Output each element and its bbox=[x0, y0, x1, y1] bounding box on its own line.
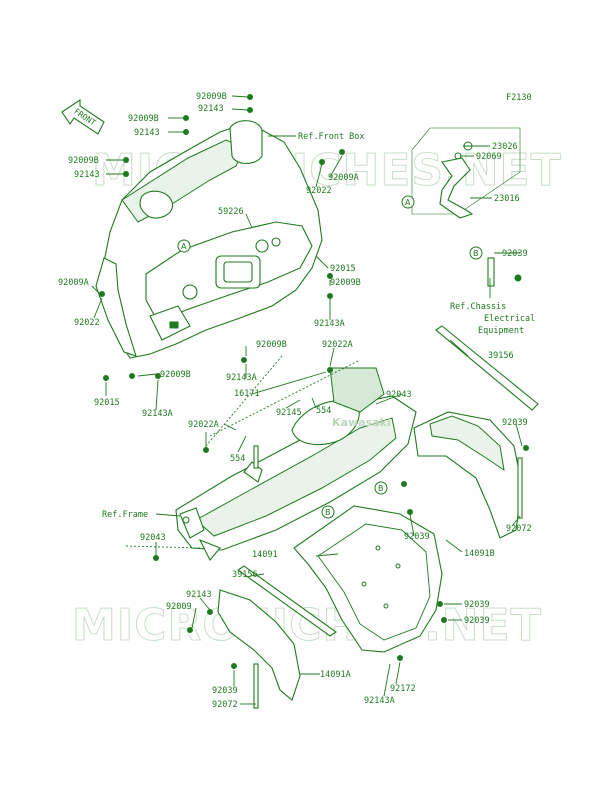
label-554-a: 554 bbox=[316, 406, 331, 416]
label-92022-l: 92022 bbox=[74, 318, 100, 328]
label-92039-r: 92039 bbox=[502, 418, 528, 428]
strip-right-icon bbox=[435, 325, 539, 411]
label-92143A-r: 92143A bbox=[314, 319, 345, 329]
frame-icon bbox=[175, 395, 417, 561]
front-box-icon bbox=[95, 120, 323, 359]
label-ref-chassis-3: Equipment bbox=[478, 326, 524, 336]
label-23026: 23026 bbox=[492, 142, 518, 152]
wire-harness-icon bbox=[411, 127, 521, 219]
label-92009-b: 92009 bbox=[166, 602, 192, 612]
label-59226: 59226 bbox=[218, 207, 244, 217]
label-92009B-r: 92009B bbox=[330, 278, 361, 288]
part-labels: 92009B 92143 Ref.Front Box 92009B 92143 … bbox=[58, 92, 535, 710]
label-92009B-c: 92009B bbox=[256, 340, 287, 350]
label-92015-l: 92015 bbox=[94, 398, 120, 408]
label-554-b: 554 bbox=[230, 454, 245, 464]
label-92143-top: 92143 bbox=[198, 104, 224, 114]
front-arrow-icon: FRONT bbox=[61, 98, 105, 135]
floor-panel-icon bbox=[293, 505, 443, 653]
label-39156-l: 39156 bbox=[232, 570, 258, 580]
figure-code: F2130 bbox=[506, 93, 532, 103]
label-14091: 14091 bbox=[252, 550, 278, 560]
right-fender-icon bbox=[413, 411, 523, 539]
label-ref-chassis-1: Ref.Chassis bbox=[450, 302, 506, 312]
callout-b-1: B bbox=[469, 246, 483, 260]
callout-a-1: A bbox=[177, 239, 191, 253]
label-92022-mid: 92022 bbox=[306, 186, 332, 196]
kawasaki-logo: Kawasaki bbox=[329, 367, 391, 429]
label-92069: 92069 bbox=[476, 152, 502, 162]
label-92143A-b: 92143A bbox=[364, 696, 395, 706]
label-39156-r: 39156 bbox=[488, 351, 514, 361]
label-92009B-top: 92009B bbox=[196, 92, 227, 102]
callout-b-1-text: B bbox=[473, 249, 479, 258]
label-92039-c: 92039 bbox=[404, 532, 430, 542]
leader-lines bbox=[91, 95, 523, 705]
label-23016: 23016 bbox=[494, 194, 520, 204]
label-92009A-l: 92009A bbox=[58, 278, 89, 288]
label-92009B-l2: 92009B bbox=[128, 114, 159, 124]
label-92022A-c: 92022A bbox=[322, 340, 353, 350]
label-92039-br2: 92039 bbox=[464, 616, 490, 626]
label-92039-br1: 92039 bbox=[464, 600, 490, 610]
label-ref-chassis-2: Electrical bbox=[484, 314, 535, 324]
label-14091B: 14091B bbox=[464, 549, 495, 559]
label-92072-r: 92072 bbox=[506, 524, 532, 534]
callout-a-2-text: A bbox=[405, 198, 411, 207]
label-92022A-l: 92022A bbox=[188, 420, 219, 430]
strip-left-icon bbox=[237, 565, 337, 637]
label-92172: 92172 bbox=[390, 684, 416, 694]
label-14091A: 14091A bbox=[320, 670, 351, 680]
callout-b-3: B bbox=[321, 505, 335, 519]
label-92009B-l1: 92009B bbox=[68, 156, 99, 166]
label-92143A-c: 92143A bbox=[226, 373, 257, 383]
label-92043-l: 92043 bbox=[140, 533, 166, 543]
callout-b-2-text: B bbox=[378, 484, 384, 493]
label-92009B-l3: 92009B bbox=[160, 370, 191, 380]
callout-a-2: A bbox=[401, 195, 415, 209]
label-92043-r: 92043 bbox=[386, 390, 412, 400]
label-ref-front-box: Ref.Front Box bbox=[298, 132, 365, 142]
callout-b-3-text: B bbox=[325, 508, 331, 517]
label-92072-bl: 92072 bbox=[212, 700, 238, 710]
callout-a-1-text: A bbox=[181, 242, 187, 251]
label-92039-tr: 92039 bbox=[502, 249, 528, 259]
label-92009A-mid: 92009A bbox=[328, 173, 359, 183]
label-92143-l2: 92143 bbox=[134, 128, 160, 138]
label-92143-b: 92143 bbox=[186, 590, 212, 600]
brand-label: Kawasaki bbox=[332, 416, 391, 429]
left-fender-icon bbox=[217, 589, 301, 709]
label-92145: 92145 bbox=[276, 408, 302, 418]
fasteners-icon bbox=[99, 94, 529, 669]
label-ref-frame: Ref.Frame bbox=[102, 510, 148, 520]
watermark-bottom: MICROFICHES.NET bbox=[72, 600, 542, 651]
clip-icon bbox=[487, 257, 522, 287]
label-92015-r: 92015 bbox=[330, 264, 356, 274]
label-92143A-l: 92143A bbox=[142, 409, 173, 419]
callout-b-2: B bbox=[374, 481, 388, 495]
label-92143-l1: 92143 bbox=[74, 170, 100, 180]
label-92039-bl: 92039 bbox=[212, 686, 238, 696]
label-16171: 16171 bbox=[234, 389, 260, 399]
